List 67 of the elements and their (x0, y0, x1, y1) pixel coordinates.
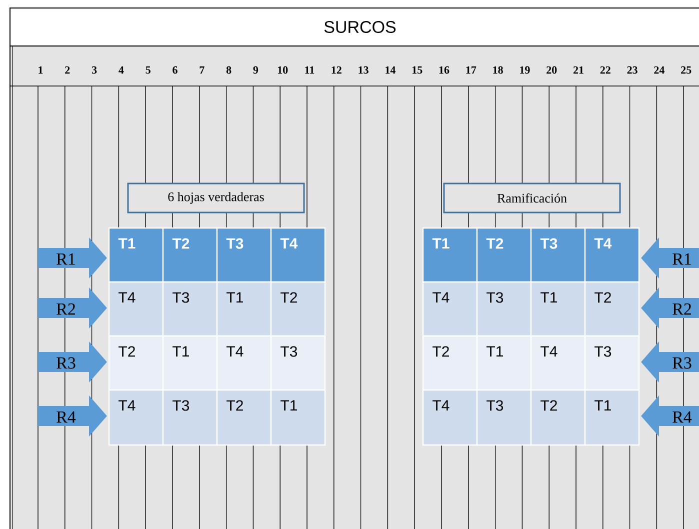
furrow-number: 10 (278, 66, 288, 74)
table-cell: T3 (162, 281, 218, 337)
edge-label: R4 (56, 411, 76, 423)
stage-box: 6 hojas verdaderas (127, 182, 305, 214)
table-cell: T3 (476, 389, 532, 446)
table-cell: T1 (162, 335, 218, 391)
furrow-number: 17 (466, 66, 476, 74)
table-cell: T4 (216, 335, 272, 391)
table-cell: T1 (530, 281, 586, 337)
furrow-number: 5 (146, 66, 150, 74)
edge-label: R2 (56, 303, 75, 315)
edge-label: R3 (672, 357, 692, 369)
furrow-number: 24 (654, 66, 664, 74)
furrow-number: 21 (573, 66, 584, 74)
furrow-number: 4 (118, 66, 124, 74)
table-cell: T3 (530, 227, 586, 283)
table-cell: T2 (108, 335, 164, 391)
stage-box: Ramificación (443, 182, 621, 214)
table-cell: T1 (422, 227, 478, 283)
furrow-number: 15 (412, 66, 422, 74)
table-cell: T1 (270, 389, 326, 446)
furrow-number: 20 (546, 66, 557, 74)
table-cell: T1 (216, 281, 272, 337)
furrow-number: 18 (493, 66, 503, 74)
furrow-number: 19 (520, 66, 530, 74)
edge-label: R1 (56, 253, 75, 265)
furrow-number: 14 (386, 66, 396, 74)
furrow-number: 7 (200, 66, 204, 74)
table-cell: T3 (216, 227, 272, 283)
table-cell: T2 (216, 389, 272, 446)
table-cell: T4 (108, 389, 164, 446)
furrow-number: 22 (600, 66, 610, 74)
table-cell: T4 (422, 389, 478, 446)
table-cell: T3 (270, 335, 326, 391)
furrow-number: 13 (358, 66, 368, 74)
edge-label: R3 (56, 357, 76, 369)
table-cell: T4 (422, 281, 478, 337)
table-cell: T4 (270, 227, 326, 283)
table-cell: T2 (422, 335, 478, 391)
table-cell: T4 (530, 335, 586, 391)
furrow-number: 2 (65, 66, 70, 74)
furrow-number: 8 (226, 66, 232, 74)
table-cell: T2 (476, 227, 532, 283)
edge-label: R1 (672, 253, 691, 265)
title: SURCOS (324, 20, 396, 34)
table-cell: T1 (584, 389, 640, 446)
furrow-number: 23 (627, 66, 638, 74)
table-cell: T4 (108, 281, 164, 337)
furrow-number: 16 (439, 66, 450, 74)
furrow-number: 9 (253, 66, 258, 74)
table-cell: T3 (476, 281, 532, 337)
edge-label: R4 (672, 411, 692, 423)
table-cell: T3 (584, 335, 640, 391)
edge-label: R2 (672, 303, 691, 315)
furrow-number: 6 (172, 66, 178, 74)
table-cell: T4 (584, 227, 640, 283)
furrow-number: 1 (38, 66, 43, 74)
furrow-number: 11 (305, 66, 314, 74)
table-cell: T2 (270, 281, 326, 337)
table-cell: T2 (530, 389, 586, 446)
furrow-number: 25 (681, 66, 692, 74)
table-cell: T2 (584, 281, 640, 337)
table-cell: T2 (162, 227, 218, 283)
table-cell: T3 (162, 389, 218, 446)
furrow-number: 3 (92, 66, 97, 74)
table-cell: T1 (476, 335, 532, 391)
furrow-number: 12 (332, 66, 342, 74)
